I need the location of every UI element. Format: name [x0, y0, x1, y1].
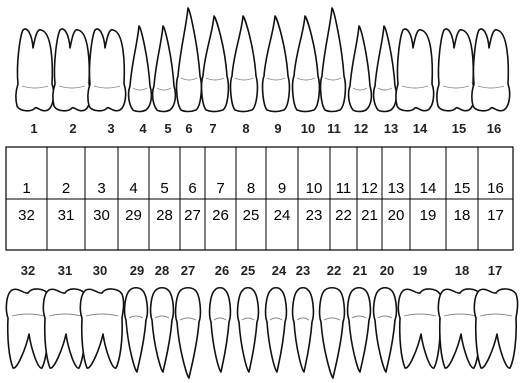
lower-tooth-number: 31	[58, 263, 72, 278]
upper-tooth-number: 16	[487, 121, 501, 136]
upper-tooth-number: 11	[327, 121, 341, 136]
grid-cell-top: 16	[487, 180, 504, 197]
grid-cell-bottom: 23	[306, 207, 323, 224]
lower-tooth-8-icon	[238, 288, 259, 372]
grid-cell-top: 5	[160, 180, 168, 197]
grid-cell-bottom: 32	[18, 207, 35, 224]
upper-tooth-8-icon	[231, 16, 258, 112]
lower-tooth-11-icon	[320, 288, 345, 378]
upper-tooth-number: 6	[185, 121, 192, 136]
upper-tooth-number: 12	[354, 121, 368, 136]
lower-tooth-number: 26	[215, 263, 229, 278]
upper-tooth-5-icon	[153, 26, 176, 112]
grid-cell-bottom: 31	[58, 207, 75, 224]
lower-tooth-5-icon	[151, 288, 174, 372]
lower-tooth-number: 29	[130, 263, 144, 278]
grid-cell-bottom: 18	[454, 207, 471, 224]
grid-cell-bottom: 21	[361, 207, 378, 224]
lower-tooth-number: 18	[455, 263, 469, 278]
lower-tooth-number: 17	[488, 263, 502, 278]
grid-cell-top: 9	[278, 180, 286, 197]
lower-tooth-number: 20	[380, 263, 394, 278]
lower-tooth-12-icon	[348, 288, 371, 372]
grid-cell-bottom: 22	[335, 207, 352, 224]
lower-tooth-9-icon	[266, 288, 287, 372]
grid-cell-top: 10	[306, 180, 323, 197]
lower-tooth-number: 30	[93, 263, 107, 278]
upper-tooth-9-icon	[263, 16, 290, 112]
grid-cell-top: 15	[454, 180, 471, 197]
lower-tooth-number: 23	[296, 263, 310, 278]
lower-tooth-number: 27	[181, 263, 195, 278]
grid-cell-top: 6	[188, 180, 196, 197]
upper-tooth-number: 7	[209, 121, 216, 136]
lower-tooth-number: 25	[241, 263, 255, 278]
upper-tooth-number: 13	[384, 121, 398, 136]
lower-tooth-14-icon	[398, 289, 441, 368]
upper-tooth-1-icon	[16, 29, 54, 111]
grid-cell-top: 14	[420, 180, 437, 197]
lower-tooth-7-icon	[210, 288, 231, 372]
upper-tooth-number: 3	[107, 121, 114, 136]
grid-cell-top: 3	[97, 180, 105, 197]
grid-cell-bottom: 26	[212, 207, 229, 224]
upper-tooth-number: 5	[164, 121, 171, 136]
upper-tooth-10-icon	[293, 16, 320, 112]
grid-cell-top: 8	[247, 180, 255, 197]
upper-tooth-number: 4	[139, 121, 147, 136]
lower-tooth-number: 24	[272, 263, 287, 278]
upper-tooth-number: 9	[274, 121, 281, 136]
upper-tooth-number: 15	[452, 121, 466, 136]
lower-tooth-number: 22	[327, 263, 341, 278]
lower-tooth-16-icon	[474, 289, 517, 368]
lower-tooth-6-icon	[176, 288, 201, 378]
upper-tooth-3-icon	[88, 29, 126, 111]
upper-tooth-16-icon	[472, 29, 510, 111]
lower-arch-teeth	[6, 288, 517, 378]
upper-tooth-14-icon	[396, 29, 434, 111]
upper-tooth-number: 8	[242, 121, 249, 136]
lower-tooth-13-icon	[374, 288, 397, 372]
grid-cell-bottom: 20	[388, 207, 405, 224]
upper-tooth-4-icon	[129, 26, 152, 112]
upper-tooth-2-icon	[53, 29, 91, 111]
upper-arch-teeth	[16, 8, 510, 112]
upper-tooth-6-icon	[177, 8, 202, 112]
upper-tooth-11-icon	[321, 8, 346, 112]
upper-tooth-number: 2	[69, 121, 76, 136]
grid-cell-bottom: 17	[487, 207, 504, 224]
upper-tooth-12-icon	[349, 26, 372, 112]
lower-tooth-4-icon	[125, 288, 148, 372]
lower-tooth-number: 21	[353, 263, 367, 278]
grid-cell-top: 2	[62, 180, 70, 197]
lower-tooth-number: 32	[21, 263, 35, 278]
grid-cell-bottom: 25	[243, 207, 260, 224]
grid-cell-top: 13	[388, 180, 405, 197]
upper-tooth-13-icon	[374, 26, 397, 112]
grid-cell-bottom: 19	[420, 207, 437, 224]
lower-arch-numbers: 32 31 30 29 28 27 26 25 24 23 22 21 20 19 18 17	[21, 263, 502, 278]
grid-cell-top: 12	[361, 180, 378, 197]
upper-tooth-number: 14	[413, 121, 428, 136]
lower-tooth-10-icon	[293, 288, 314, 372]
grid-cell-bottom: 30	[93, 207, 110, 224]
grid-cell-top: 11	[336, 180, 352, 197]
grid-cell-bottom: 24	[274, 207, 291, 224]
upper-tooth-15-icon	[437, 29, 475, 111]
grid-cell-top: 1	[22, 180, 30, 197]
upper-tooth-7-icon	[202, 16, 229, 112]
upper-tooth-number: 1	[30, 121, 37, 136]
grid-cell-bottom: 28	[156, 207, 173, 224]
upper-tooth-number: 10	[301, 121, 315, 136]
lower-tooth-3-icon	[80, 289, 123, 368]
grid-cell-bottom: 27	[184, 207, 201, 224]
lower-tooth-number: 19	[413, 263, 427, 278]
grid-cell-top: 4	[129, 180, 137, 197]
lower-tooth-number: 28	[155, 263, 169, 278]
grid-cell-top: 7	[216, 180, 224, 197]
grid-cell-bottom: 29	[125, 207, 142, 224]
